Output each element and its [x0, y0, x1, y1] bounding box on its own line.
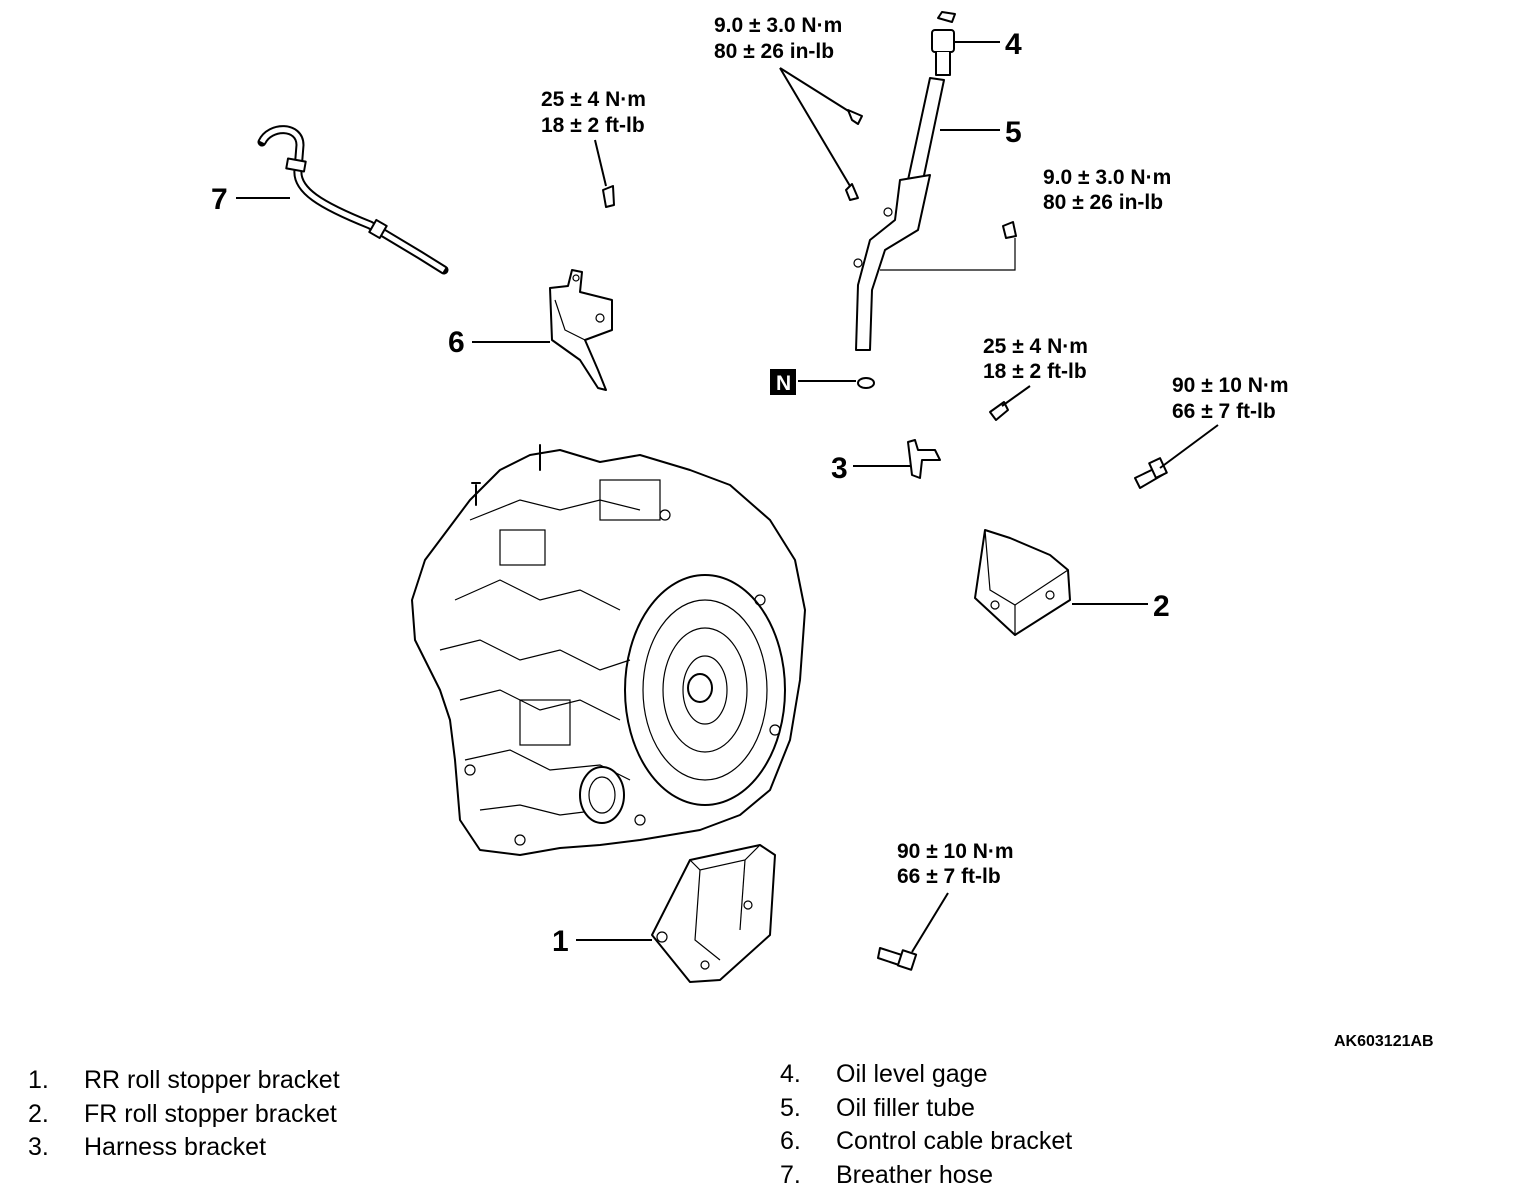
- legend-label: Oil level gage: [836, 1060, 988, 1088]
- leader-lines: [236, 41, 1219, 953]
- legend-number: 2.: [28, 1099, 49, 1128]
- new-part-mark: N: [776, 372, 791, 395]
- torque-spec: 9.0 ± 3.0 N·m 80 ± 26 in-lb: [1043, 166, 1171, 214]
- harness-bracket: [907, 439, 941, 479]
- legend-number: 5.: [780, 1093, 801, 1122]
- torque-imperial: 80 ± 26 in-lb: [1043, 191, 1163, 214]
- legend-number: 7.: [780, 1160, 801, 1189]
- torque-nm: 25 ± 4 N·m: [983, 335, 1088, 358]
- torque-nm: 9.0 ± 3.0 N·m: [714, 14, 842, 37]
- legend-item: 1. RR roll stopper bracket: [28, 1064, 340, 1098]
- legend-number: 4.: [780, 1060, 801, 1088]
- legend-item: 3. Harness bracket: [28, 1131, 340, 1165]
- bolt: [877, 947, 918, 971]
- oil-filler-tube: [853, 77, 945, 351]
- legend-item: 5. Oil filler tube: [780, 1092, 1072, 1126]
- bolt: [989, 401, 1009, 421]
- callout-5: 5: [1005, 116, 1022, 149]
- torque-spec: 9.0 ± 3.0 N·m 80 ± 26 in-lb: [714, 14, 842, 63]
- bolt: [1134, 457, 1168, 489]
- o-ring: [857, 377, 875, 389]
- bolt: [602, 185, 615, 208]
- legend-number: 1.: [28, 1066, 49, 1094]
- torque-imperial: 80 ± 26 in-lb: [714, 40, 834, 63]
- callout-4: 4: [1005, 28, 1022, 61]
- legend-number: 3.: [28, 1133, 49, 1161]
- breather-hose: [257, 125, 449, 275]
- new-part-badge: N: [770, 369, 796, 395]
- legend-label: Control cable bracket: [836, 1127, 1073, 1155]
- torque-nm: 90 ± 10 N·m: [897, 840, 1014, 863]
- torque-nm: 90 ± 10 N·m: [1172, 374, 1289, 397]
- transmission-assembly: [411, 444, 806, 856]
- legend-number: 6.: [780, 1127, 801, 1155]
- legend-label: Harness bracket: [84, 1133, 267, 1161]
- callout-1: 1: [552, 925, 569, 958]
- legend-item: 7. Breather hose: [780, 1159, 1072, 1193]
- torque-imperial: 66 ± 7 ft-lb: [1172, 400, 1276, 423]
- oil-level-gage: [931, 11, 956, 76]
- legend-right: 4. Oil level gage 5. Oil filler tube 6. …: [780, 1058, 1072, 1192]
- torque-imperial: 18 ± 2 ft-lb: [541, 114, 645, 137]
- legend-left: 1. RR roll stopper bracket 2. FR roll st…: [28, 1064, 340, 1165]
- rr-roll-stopper-bracket: [651, 844, 776, 983]
- bolt: [1002, 221, 1017, 239]
- legend-label: RR roll stopper bracket: [84, 1066, 340, 1094]
- torque-nm: 9.0 ± 3.0 N·m: [1043, 166, 1171, 189]
- callout-6: 6: [448, 326, 465, 359]
- bolt: [847, 109, 863, 125]
- bolt: [845, 183, 859, 201]
- fr-roll-stopper-bracket: [974, 529, 1071, 636]
- torque-imperial: 66 ± 7 ft-lb: [897, 865, 1001, 888]
- legend-label: Breather hose: [836, 1160, 994, 1189]
- callout-3: 3: [831, 452, 848, 485]
- torque-spec: 25 ± 4 N·m 18 ± 2 ft-lb: [541, 88, 646, 137]
- callout-2: 2: [1153, 590, 1170, 623]
- torque-spec: 90 ± 10 N·m 66 ± 7 ft-lb: [897, 840, 1014, 888]
- callout-7: 7: [211, 183, 228, 216]
- torque-spec: 90 ± 10 N·m 66 ± 7 ft-lb: [1172, 374, 1289, 423]
- torque-spec: 25 ± 4 N·m 18 ± 2 ft-lb: [983, 335, 1088, 383]
- legend-label: FR roll stopper bracket: [84, 1099, 337, 1128]
- torque-imperial: 18 ± 2 ft-lb: [983, 360, 1087, 383]
- legend-label: Oil filler tube: [836, 1093, 975, 1122]
- legend-item: 4. Oil level gage: [780, 1058, 1072, 1092]
- legend-item: 6. Control cable bracket: [780, 1125, 1072, 1159]
- control-cable-bracket: [549, 269, 613, 391]
- legend-item: 2. FR roll stopper bracket: [28, 1098, 340, 1132]
- figure-id: AK603121AB: [1334, 1033, 1434, 1050]
- torque-nm: 25 ± 4 N·m: [541, 88, 646, 111]
